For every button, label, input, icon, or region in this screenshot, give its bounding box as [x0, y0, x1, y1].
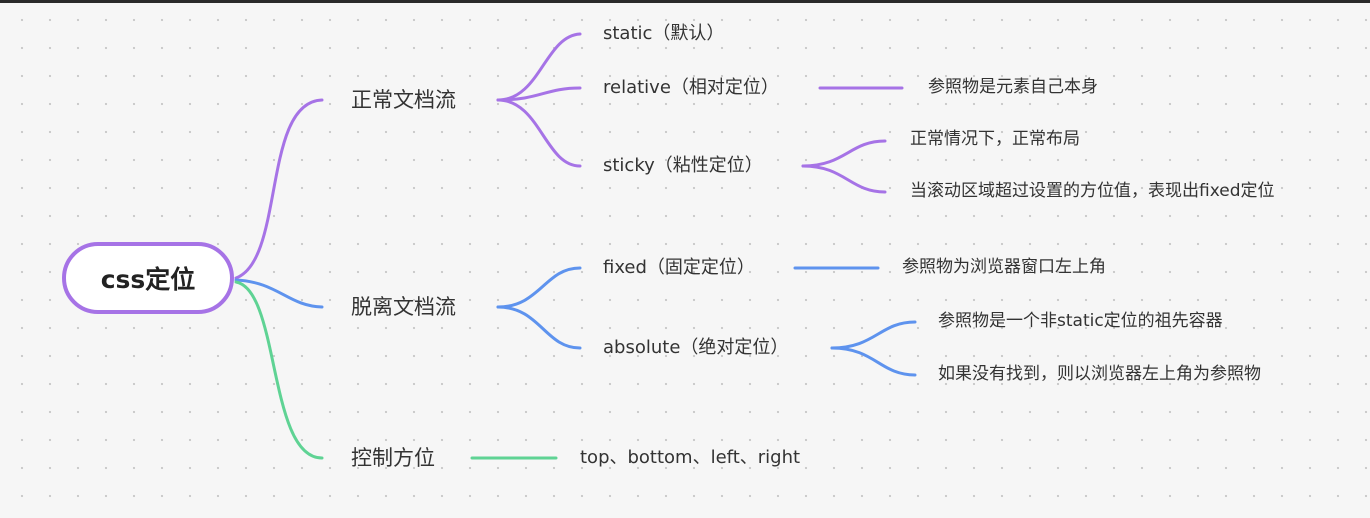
edge-out-fixed [496, 266, 582, 309]
node-absolute[interactable]: absolute（绝对定位） [603, 337, 789, 358]
window-top-border [0, 0, 1370, 3]
node-normal-flow[interactable]: 正常文档流 [351, 88, 456, 112]
node-relative-note[interactable]: 参照物是元素自己本身 [928, 77, 1098, 97]
node-sticky-note-scroll[interactable]: 当滚动区域超过设置的方位值，表现出fixed定位 [910, 181, 1275, 201]
node-control-position[interactable]: 控制方位 [351, 446, 435, 470]
edge-root-control [234, 280, 324, 460]
node-absolute-note-ancestor[interactable]: 参照物是一个非static定位的祖先容器 [938, 311, 1223, 331]
node-control-note[interactable]: top、bottom、left、right [580, 447, 801, 468]
node-absolute-note-fallback[interactable]: 如果没有找到，则以浏览器左上角为参照物 [938, 364, 1261, 384]
node-static[interactable]: static（默认） [603, 23, 725, 44]
edge-sticky-note-2 [801, 164, 887, 194]
node-sticky[interactable]: sticky（粘性定位） [603, 155, 763, 176]
edge-out-absolute [496, 305, 582, 350]
root-node[interactable]: css定位 [62, 242, 234, 314]
node-relative[interactable]: relative（相对定位） [603, 77, 779, 98]
edge-absolute-note-2 [830, 346, 917, 377]
edge-root-out-of-flow [234, 278, 324, 309]
edge-absolute-note-1 [830, 320, 917, 350]
edge-normal-sticky [496, 98, 582, 168]
node-out-of-flow[interactable]: 脱离文档流 [351, 295, 456, 319]
node-fixed-note[interactable]: 参照物为浏览器窗口左上角 [902, 257, 1106, 277]
node-fixed[interactable]: fixed（固定定位） [603, 257, 755, 278]
root-label: css定位 [100, 265, 196, 294]
edge-normal-static [496, 32, 582, 102]
edge-root-normal-flow [234, 98, 324, 280]
edge-normal-relative [496, 86, 582, 102]
node-sticky-note-normal[interactable]: 正常情况下，正常布局 [910, 129, 1080, 149]
edge-sticky-note-1 [801, 139, 887, 168]
